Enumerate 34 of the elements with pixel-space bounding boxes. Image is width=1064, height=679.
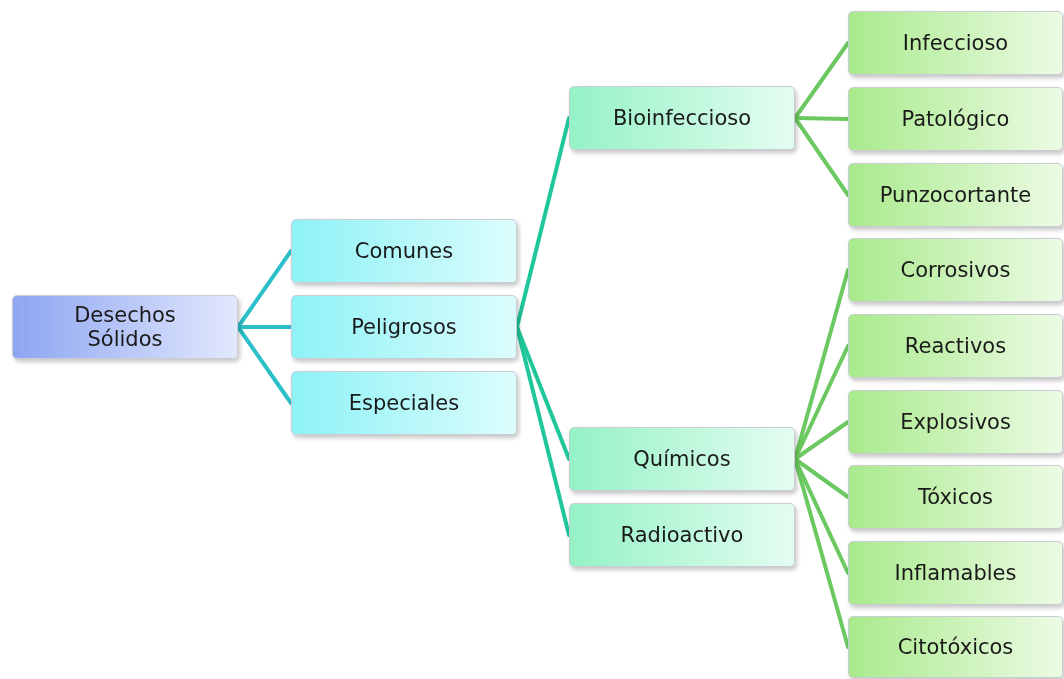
category-label: Desechos Sólidos: [73, 302, 177, 352]
connector-line: [515, 116, 571, 329]
category-label: Químicos: [633, 446, 731, 472]
category-box: [291, 219, 517, 283]
category-box: [848, 616, 1063, 678]
category-label: Bioinfeccioso: [612, 105, 752, 131]
category-box: [848, 163, 1063, 227]
category-box: [848, 465, 1063, 529]
category-label: Especiales: [348, 390, 460, 416]
category-box: [848, 314, 1063, 378]
category-label: Radioactivo: [620, 522, 744, 548]
category-box: [848, 541, 1063, 605]
category-label: Inflamables: [894, 560, 1017, 586]
category-label: Reactivos: [904, 333, 1007, 359]
category-label: Corrosivos: [900, 257, 1011, 283]
connector-line: [515, 325, 571, 537]
category-box: [12, 295, 238, 359]
category-box: [569, 427, 795, 491]
category-label: Patológico: [901, 106, 1010, 132]
category-label: Citotóxicos: [897, 634, 1014, 660]
category-label: Tóxicos: [917, 484, 994, 510]
category-label: Infeccioso: [902, 30, 1009, 56]
category-label: Peligrosos: [351, 314, 457, 340]
category-box: [569, 503, 795, 567]
category-box: [848, 238, 1063, 302]
category-box: [848, 390, 1063, 454]
category-label: Comunes: [354, 238, 454, 264]
category-label: Punzocortante: [879, 182, 1032, 208]
category-box: [569, 86, 795, 150]
category-label: Explosivos: [900, 409, 1011, 435]
category-box: [291, 371, 517, 435]
category-box: [848, 11, 1063, 75]
category-box: [848, 87, 1063, 151]
category-box: [291, 295, 517, 359]
